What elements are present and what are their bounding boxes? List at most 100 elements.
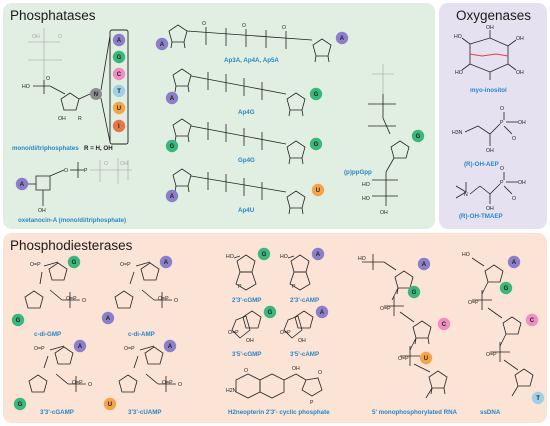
svg-text:P: P — [84, 168, 88, 174]
svg-text:P: P — [292, 284, 296, 290]
legend-g-badge: G — [112, 50, 126, 64]
svg-text:HO: HO — [462, 252, 470, 258]
ppgpp-structure: HO HO OH — [362, 64, 410, 216]
svg-text:U: U — [316, 188, 320, 194]
svg-text:HO: HO — [226, 254, 234, 260]
svg-text:O: O — [104, 161, 108, 167]
svg-text:OH: OH — [32, 34, 40, 40]
cgamp-a-badge: A — [73, 339, 87, 353]
ssdna-structure: HO O=P O=P — [462, 252, 534, 397]
svg-text:HO: HO — [455, 70, 463, 76]
svg-text:G: G — [412, 290, 417, 296]
svg-text:P: P — [310, 400, 314, 406]
svg-text:H2N: H2N — [226, 388, 237, 394]
svg-text:C: C — [530, 318, 535, 324]
svg-text:OH: OH — [38, 208, 46, 214]
svg-text:O=P: O=P — [380, 306, 391, 312]
ssdna-a-badge: A — [507, 255, 521, 269]
ssdna-g-badge: G — [499, 281, 513, 295]
mononucleotide-structure: OH O HO O OH R — [22, 28, 91, 122]
svg-text:G: G — [416, 134, 421, 140]
svg-text:P: P — [500, 180, 504, 186]
c23amp-a-badge: A — [311, 247, 325, 261]
svg-text:O: O — [244, 368, 248, 374]
svg-text:P: P — [500, 120, 504, 126]
svg-text:I: I — [118, 124, 120, 130]
legend-t-badge: T — [112, 84, 126, 98]
myo-inositol-structure: HO OH OH OH HO — [454, 25, 524, 80]
oxygenases-panel — [439, 3, 547, 229]
svg-text:O=P: O=P — [30, 262, 41, 268]
c23amp-structure: P HO — [280, 254, 311, 291]
neopterin-label: H2neopterin 2'3'- cyclic phosphate — [228, 409, 330, 416]
svg-text:OH: OH — [516, 70, 524, 76]
svg-text:R: R — [78, 116, 82, 122]
ap4u-structure — [172, 168, 306, 215]
ap4u-label: Ap4U — [238, 207, 255, 214]
ap4g-g-badge: G — [309, 87, 323, 101]
c23amp-label: 2'3'-cAMP — [290, 297, 319, 304]
svg-text:A: A — [422, 262, 427, 268]
ap3a-right-badge: A — [335, 31, 349, 45]
cgamp-structure: O=P O=P O — [28, 345, 92, 393]
svg-text:O=P: O=P — [120, 262, 131, 268]
svg-text:G: G — [117, 55, 122, 61]
oxetanocin-label: oxetanocin-A (mono/di/triphosphate) — [18, 217, 126, 224]
svg-text:A: A — [164, 260, 169, 266]
svg-text:OH: OH — [120, 161, 128, 167]
ap3a-structure: O O O — [168, 21, 332, 63]
svg-text:O: O — [500, 106, 504, 112]
ap3a-left-badge: A — [155, 37, 169, 51]
svg-text:O=P: O=P — [34, 346, 45, 352]
svg-text:O: O — [174, 298, 178, 304]
svg-text:OH: OH — [486, 148, 494, 154]
svg-text:HO: HO — [362, 182, 370, 188]
svg-text:N: N — [94, 92, 98, 98]
rna-g-badge: G — [407, 285, 421, 299]
base-legend-box: A G C T U I — [109, 29, 129, 145]
svg-text:C: C — [117, 72, 122, 78]
svg-text:H3N: H3N — [452, 130, 463, 136]
svg-text:O: O — [46, 76, 50, 82]
svg-text:U: U — [117, 106, 121, 112]
c35amp-label: 3'5'-cAMP — [290, 351, 319, 358]
ap3a-label: Ap3A, Ap4A, Ap5A — [224, 57, 279, 64]
oh-aep-structure: H3N OH P O OH O — [452, 106, 526, 154]
svg-text:HO: HO — [454, 34, 462, 40]
svg-text:A: A — [160, 42, 165, 48]
mono-r-label: R = H, OH — [84, 145, 113, 152]
gp4g-left-badge: G — [165, 139, 179, 153]
svg-text:O: O — [64, 168, 68, 174]
svg-text:O=P: O=P — [228, 330, 239, 336]
oxetanocin-a-badge: A — [15, 177, 29, 191]
svg-text:G: G — [16, 318, 21, 324]
oh-tmaep-structure: N OH P O OH O — [455, 166, 526, 212]
svg-text:OH: OH — [516, 36, 524, 42]
ppgpp-g-badge: G — [411, 129, 425, 143]
svg-text:A: A — [117, 38, 122, 44]
svg-text:T: T — [536, 396, 540, 402]
ap4u-u-badge: U — [311, 183, 325, 197]
svg-text:O=P: O=P — [398, 356, 409, 362]
oxygenases-title: Oxygenases — [456, 8, 531, 23]
cuamp-structure: O=P O=P O — [118, 345, 182, 393]
svg-text:G: G — [18, 402, 23, 408]
svg-text:G: G — [262, 252, 267, 258]
svg-text:HO: HO — [362, 196, 370, 202]
oh-tmaep-label: (R)-OH-TMAEP — [459, 213, 503, 220]
svg-text:OH: OH — [518, 120, 526, 126]
ssdna-label: ssDNA — [480, 409, 501, 416]
c-di-amp-top-badge: A — [159, 255, 173, 269]
svg-text:HO: HO — [280, 254, 288, 260]
svg-text:O=P: O=P — [280, 330, 291, 336]
svg-text:A: A — [106, 316, 111, 322]
svg-text:O: O — [512, 196, 516, 202]
svg-text:G: G — [268, 310, 273, 316]
svg-text:OH: OH — [380, 210, 388, 216]
ap4g-structure — [172, 68, 306, 117]
phosphodiesterases-panel — [3, 233, 547, 423]
svg-text:A: A — [170, 194, 175, 200]
c35amp-a-badge: A — [315, 305, 329, 319]
svg-text:O: O — [500, 166, 504, 172]
svg-text:C: C — [442, 322, 447, 328]
